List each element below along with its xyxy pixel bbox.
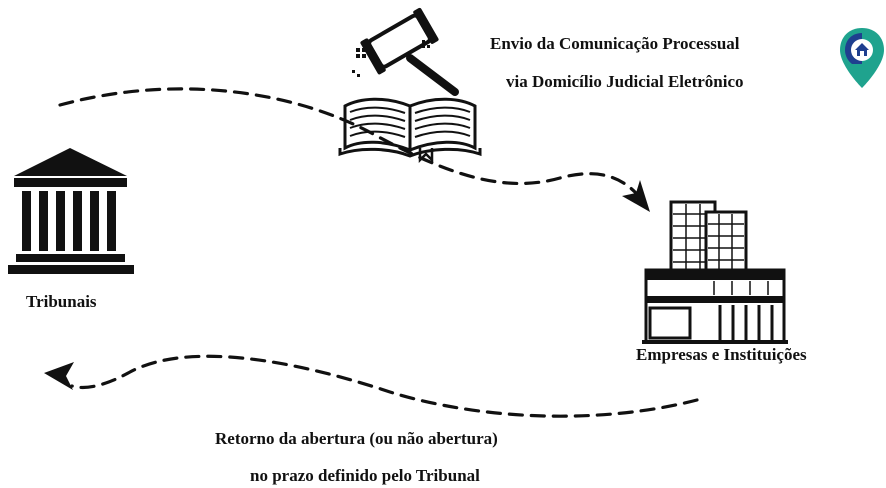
gavel-book-icon <box>338 7 482 164</box>
office-buildings-icon <box>642 200 788 344</box>
flow-arrow-retorno <box>70 354 699 418</box>
courthouse-icon <box>8 148 134 274</box>
arrowhead-retorno <box>44 362 74 390</box>
retorno-caption-line1: Retorno da abertura (ou não abertura) <box>215 429 498 448</box>
envio-title-line1: Envio da Comunicação Processual <box>490 34 740 53</box>
flow-arrow-envio <box>58 87 644 202</box>
envio-title-line2: via Domicílio Judicial Eletrônico <box>506 72 744 91</box>
tribunais-label: Tribunais <box>26 292 97 311</box>
location-pin-icon <box>840 28 884 88</box>
arrowhead-envio <box>622 180 650 212</box>
empresas-label: Empresas e Instituições <box>636 345 807 364</box>
retorno-caption-line2: no prazo definido pelo Tribunal <box>250 466 480 485</box>
